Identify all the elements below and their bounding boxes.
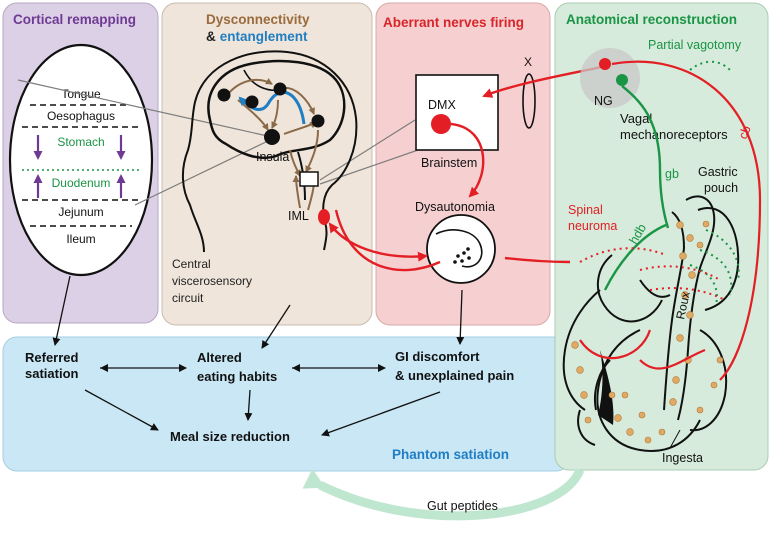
iml-node (318, 209, 330, 225)
vagal-label-2: mechanoreceptors (620, 127, 728, 142)
altered-gi-arrowhead-left (292, 364, 300, 372)
oesophagus-label: Oesophagus (47, 109, 115, 123)
circuit-label-2: viscerosensory (172, 274, 252, 288)
panel-anatomical-reconstruction (554, 2, 769, 471)
dmx-to-dysautonomia (450, 122, 485, 198)
dysautonomia-dots (453, 247, 471, 264)
referred-to-meal (84, 389, 159, 431)
hepatic-branch (603, 223, 667, 291)
referred-label-1: Referred (25, 350, 79, 365)
stomach-label: Stomach (57, 135, 104, 149)
celiac-branch (611, 60, 762, 381)
dmx-label: DMX (428, 98, 456, 112)
brainstem-module: DMX Brainstem X Dysautonomia (415, 55, 536, 284)
vagus-cut-ellipse (522, 73, 536, 129)
referred-label-2: satiation (25, 366, 79, 381)
gi-label-2: & unexplained pain (395, 368, 514, 383)
circuit-label-3: circuit (172, 291, 204, 305)
altered-label-2: eating habits (197, 369, 277, 384)
gi-label-1: GI discomfort (395, 349, 480, 364)
ileum-label: Ileum (66, 232, 95, 246)
brain-node (217, 88, 231, 102)
gastric-pouch-label-2: pouch (704, 181, 738, 195)
anatomy-illustration: Partial vagotomy NG Vagal mechanorecepto… (562, 38, 762, 465)
dysautonomia-label: Dysautonomia (415, 200, 495, 214)
brainstem-label: Brainstem (421, 156, 477, 170)
brain-node (245, 95, 259, 109)
brain-connection (289, 149, 301, 177)
red-nerve-paths (328, 64, 607, 272)
entanglement-word: entanglement (220, 29, 308, 44)
cortical-map: Tongue Oesophagus Stomach Duodenum Jejun… (8, 43, 154, 277)
ingesta-dots (571, 220, 724, 444)
gut-red-lower (639, 348, 706, 370)
ingesta-pointer (669, 429, 681, 449)
nerves-to-gi (456, 289, 465, 345)
brain-connection (292, 175, 301, 209)
brain-connection (227, 77, 273, 95)
vagal-trunk (621, 85, 662, 171)
ng-red-node (599, 58, 611, 70)
entanglement-prefix: & (206, 29, 216, 44)
spinal-neuroma-label-1: Spinal (568, 203, 603, 217)
projection-lines (17, 79, 419, 206)
gut-red-nerves (579, 60, 762, 381)
spinal-neuroma-label-2: neuroma (568, 219, 617, 233)
vagal-dotted-branches (689, 229, 740, 306)
roux-label: Roux (673, 290, 693, 320)
spinal-box (299, 171, 319, 187)
altered-to-meal (244, 389, 253, 421)
head-illustration: Insula IML Central viscerosensory circui… (172, 50, 358, 305)
brain-outline (207, 59, 346, 160)
anatomical-title: Anatomical reconstruction (566, 12, 737, 27)
ng-green-node (616, 74, 628, 86)
referred-altered-arrowhead-left (100, 364, 108, 372)
vagal-label-1: Vagal (620, 111, 652, 126)
entanglement-title: &entanglement (206, 29, 308, 44)
altered-label-1: Altered (197, 350, 242, 365)
gut-peptides-arrow (302, 467, 585, 521)
panel-dysconnectivity (161, 2, 373, 326)
circuit-label-1: Central (172, 257, 211, 271)
circuit-to-altered (261, 304, 291, 349)
dysautonomia-circle (426, 214, 496, 284)
gastric-branch (658, 169, 670, 229)
gi-to-meal (321, 391, 441, 437)
vagal-branches (603, 85, 670, 291)
iml-label: IML (288, 209, 309, 223)
outcome-arrows (52, 275, 465, 437)
gut-dark-fold (598, 350, 614, 425)
gb-label: gb (665, 167, 679, 181)
brain-connection (305, 129, 319, 173)
dysconnectivity-title: Dysconnectivity (206, 12, 310, 27)
ingesta-label: Ingesta (662, 451, 703, 465)
insula-label: Insula (256, 150, 289, 164)
head-outline (182, 50, 358, 253)
x-label: X (524, 55, 532, 69)
gut-peptides-label: Gut peptides (427, 499, 498, 513)
gastric-pouch-label-1: Gastric (698, 165, 738, 179)
dmx-node (431, 114, 451, 134)
spinal-to-iml (504, 256, 571, 264)
iml-to-dysautonomia (328, 222, 428, 262)
brain-node (311, 114, 325, 128)
ng-label: NG (594, 94, 613, 108)
jejunum-label: Jejunum (58, 205, 103, 219)
meal-size-label: Meal size reduction (170, 429, 290, 444)
brainstem-box (415, 74, 499, 151)
insula-node (264, 129, 280, 145)
brain-connection (271, 99, 279, 129)
gut-red-loop (579, 329, 652, 360)
cortical-title: Cortical remapping (13, 12, 136, 27)
phantom-title: Phantom satiation (392, 447, 509, 462)
aberrant-title: Aberrant nerves firing (383, 15, 524, 30)
brain-node (273, 82, 287, 96)
partial-vagotomy-label: Partial vagotomy (648, 38, 742, 52)
duodenum-label: Duodenum (52, 176, 111, 190)
iml-spinal-loop (334, 209, 441, 272)
dysautonomia-organ (435, 229, 483, 268)
cb-label: cb (736, 124, 754, 142)
cortical-to-referred (52, 275, 71, 346)
